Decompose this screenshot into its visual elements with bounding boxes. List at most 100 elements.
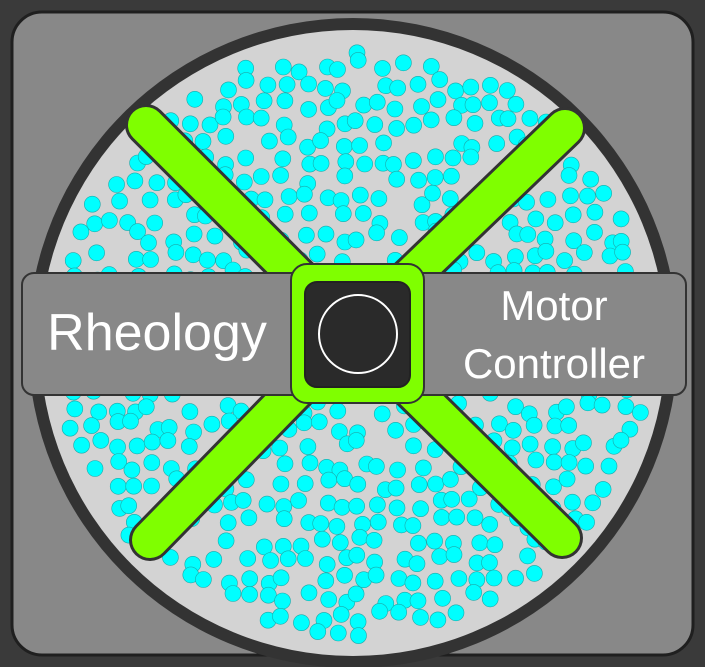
particle [537, 243, 555, 260]
particle [577, 457, 595, 475]
particle [300, 584, 318, 602]
particle [526, 565, 543, 582]
particle [206, 227, 224, 245]
particle [234, 492, 252, 509]
particle [462, 148, 480, 166]
particle [108, 176, 125, 193]
particle [310, 413, 328, 431]
particle [219, 514, 237, 532]
particle [443, 490, 461, 508]
particle [328, 92, 346, 109]
particle [199, 251, 216, 269]
particle [111, 192, 128, 210]
particle [560, 454, 578, 471]
particle [562, 187, 579, 205]
particle [444, 149, 462, 167]
particle [275, 510, 293, 528]
particle [409, 76, 427, 93]
particle [564, 206, 582, 224]
particle [308, 245, 326, 263]
particle [143, 454, 161, 471]
particle [320, 471, 338, 489]
particle [488, 135, 506, 152]
particle [217, 128, 235, 145]
particle [391, 229, 408, 246]
particle [450, 570, 468, 587]
particle [586, 203, 604, 221]
particle [351, 137, 368, 154]
particle [465, 584, 483, 601]
particle [274, 58, 292, 76]
particle [426, 532, 443, 550]
particle [503, 439, 521, 457]
particle [507, 248, 524, 266]
particle [499, 110, 517, 127]
particle [290, 63, 308, 81]
particle [491, 415, 508, 433]
particle [466, 509, 484, 527]
particle [354, 205, 372, 222]
particle [481, 516, 499, 533]
particle [279, 128, 297, 146]
particle [140, 234, 157, 251]
particle [546, 214, 564, 231]
particle [88, 244, 105, 262]
particle [195, 571, 212, 588]
particle [347, 432, 365, 449]
particle [544, 438, 561, 456]
particle [252, 109, 270, 127]
particle [408, 555, 426, 573]
particle [621, 420, 639, 438]
particle [612, 210, 630, 228]
particle [201, 116, 219, 134]
particle [300, 204, 318, 222]
particle [434, 589, 451, 607]
particle [184, 246, 202, 264]
particle [426, 169, 444, 186]
particle [471, 534, 489, 552]
particle [369, 513, 387, 531]
particle [279, 550, 297, 568]
particle [120, 497, 137, 515]
particle [312, 132, 329, 149]
particle [404, 574, 422, 592]
particle [370, 190, 388, 207]
label-rheology: Rheology [47, 304, 267, 362]
particle [122, 412, 139, 430]
particle [272, 607, 289, 625]
particle [405, 437, 422, 455]
particle [387, 421, 404, 439]
particle [255, 92, 273, 110]
particle [498, 82, 516, 99]
particle [238, 471, 255, 489]
particle [167, 244, 185, 261]
particle [299, 438, 317, 455]
particle [413, 196, 431, 213]
particle [182, 115, 199, 133]
particle [565, 232, 583, 249]
particle [320, 591, 338, 608]
particle [507, 96, 525, 113]
particle [468, 244, 486, 261]
particle [507, 569, 524, 587]
particle [388, 120, 405, 137]
particle [329, 624, 347, 642]
particle [129, 223, 146, 240]
particle [280, 188, 298, 205]
particle [519, 226, 537, 243]
particle [443, 167, 460, 185]
particle [143, 433, 161, 451]
particle [349, 613, 367, 631]
particle [300, 75, 317, 93]
particle [72, 223, 90, 241]
particle [427, 475, 445, 493]
particle [138, 398, 155, 416]
particle [276, 92, 294, 110]
particle [558, 470, 576, 488]
particle [64, 252, 82, 269]
particle [504, 421, 522, 439]
particle [374, 60, 391, 77]
particle [600, 457, 618, 475]
particle [579, 187, 596, 205]
particle [366, 116, 384, 133]
